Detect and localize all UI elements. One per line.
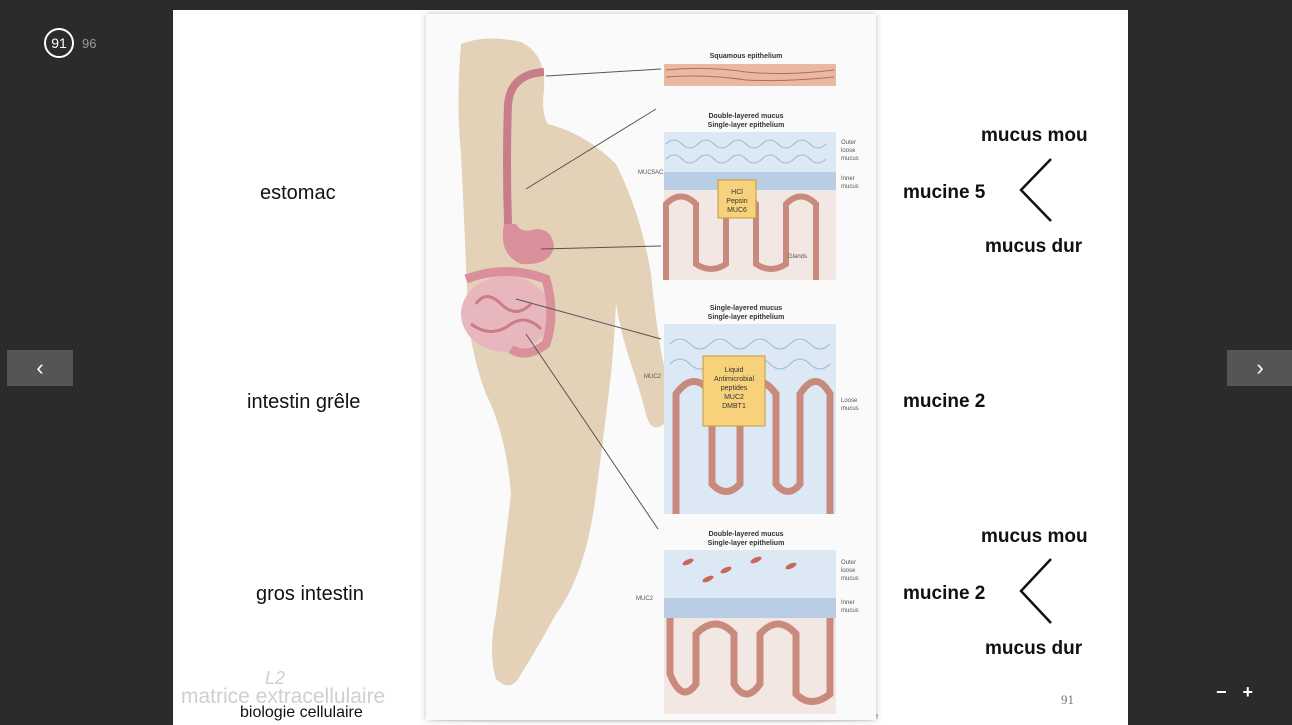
small-intestine xyxy=(461,276,551,352)
slide-number: 91 xyxy=(1061,692,1074,708)
stomach-right-5: mucus xyxy=(841,184,859,190)
large-right-3: mucus xyxy=(841,576,859,582)
organ-label-stomach: estomac xyxy=(260,182,336,205)
page-indicator: 91 96 xyxy=(44,28,96,58)
slide: Squamous epithelium Double-layered mucus… xyxy=(173,10,1128,725)
large-title-1: Double-layered mucus xyxy=(708,531,783,538)
small-title-1: Single-layered mucus xyxy=(710,305,782,312)
zoom-in-button[interactable]: + xyxy=(1243,682,1254,703)
bracket-icon xyxy=(1015,555,1055,627)
stomach-right-3: mucus xyxy=(841,156,859,162)
chevron-left-icon: ‹ xyxy=(36,355,43,381)
stomach-title-2: Single-layer epithelium xyxy=(708,122,785,129)
next-slide-button[interactable]: › xyxy=(1227,350,1292,386)
large-muc-label: MUC2 xyxy=(636,596,654,602)
current-page-badge[interactable]: 91 xyxy=(44,28,74,58)
small-box-5: DMBT1 xyxy=(722,403,746,410)
large-right-5: mucus xyxy=(841,608,859,614)
zoom-out-button[interactable]: − xyxy=(1216,682,1227,703)
mucus-soft-label-1: mucus mou xyxy=(981,125,1088,147)
small-title-2: Single-layer epithelium xyxy=(708,314,785,321)
small-muc-label: MUC2 xyxy=(644,374,662,380)
chevron-right-icon: › xyxy=(1256,355,1263,381)
mucus-soft-label-2: mucus mou xyxy=(981,526,1088,548)
footer-subject: biologie cellulaire xyxy=(240,704,363,722)
stomach-right-6: Glands xyxy=(788,254,807,260)
mucin-label-small-intestine: mucine 2 xyxy=(903,391,985,413)
small-right-1: Loose xyxy=(841,398,858,404)
large-title-2: Single-layer epithelium xyxy=(708,540,785,547)
small-box-2: Antimicrobial xyxy=(714,376,755,383)
mucus-hard-label-1: mucus dur xyxy=(985,236,1082,258)
mucus-illustration: Squamous epithelium Double-layered mucus… xyxy=(426,14,876,720)
large-right-2: loose xyxy=(841,568,856,574)
small-box-3: peptides xyxy=(721,385,748,392)
large-right-1: Outer xyxy=(841,560,856,566)
organ-label-large-intestine: gros intestin xyxy=(256,583,364,606)
large-right-4: Inner xyxy=(841,600,855,606)
squamous-title: Squamous epithelium xyxy=(710,53,783,60)
mucin-label-stomach: mucine 5 xyxy=(903,182,985,204)
stomach-right-1: Outer xyxy=(841,140,856,146)
stomach-muc-label: MUC5AC xyxy=(638,170,664,176)
previous-slide-button[interactable]: ‹ xyxy=(7,350,73,386)
stomach-right-2: loose xyxy=(841,148,856,154)
stomach-box-3: MUC6 xyxy=(727,207,747,214)
mucus-hard-label-2: mucus dur xyxy=(985,638,1082,660)
small-box-4: MUC2 xyxy=(724,394,744,401)
stomach-title-1: Double-layered mucus xyxy=(708,113,783,120)
bracket-icon xyxy=(1015,155,1055,225)
body-silhouette xyxy=(459,38,671,685)
stomach-right-4: Inner xyxy=(841,176,855,182)
stomach-box-2: Pepsin xyxy=(726,198,748,205)
total-pages: 96 xyxy=(82,36,96,51)
stomach-box-1: HCl xyxy=(731,189,743,196)
mucin-label-large-intestine: mucine 2 xyxy=(903,583,985,605)
small-box-1: Liquid xyxy=(725,367,744,374)
organ-label-small-intestine: intestin grêle xyxy=(247,391,360,414)
zoom-controls: − + xyxy=(1216,682,1253,703)
mucus-figure: Squamous epithelium Double-layered mucus… xyxy=(426,14,876,720)
small-right-2: mucus xyxy=(841,406,859,412)
